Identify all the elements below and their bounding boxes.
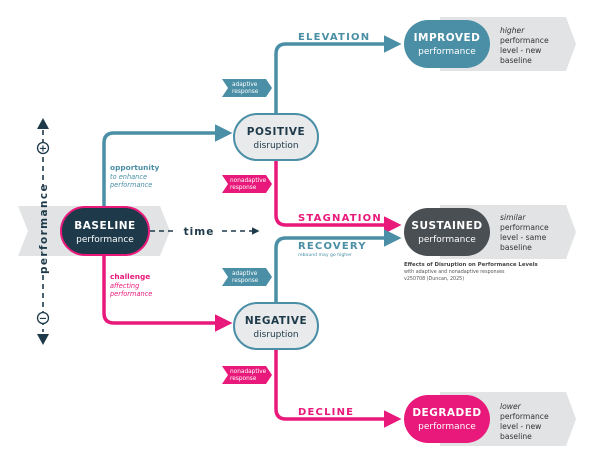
degraded-desc-4: baseline: [500, 432, 532, 441]
stagnation-label: STAGNATION: [298, 213, 382, 224]
recovery-note: rebound may go higher: [298, 252, 352, 258]
improved-desc-2: performance: [500, 36, 549, 45]
plus-icon: [36, 141, 50, 155]
sustained-subtitle: performance: [418, 235, 476, 245]
challenge-note: challenge affecting performance: [109, 272, 152, 298]
time-axis: time: [150, 226, 260, 238]
challenge-line-2: performance: [109, 290, 152, 298]
sustained-desc-3: level - same: [500, 233, 547, 242]
negative-disruption-node: NEGATIVE disruption: [233, 302, 319, 350]
sustained-title: SUSTAINED: [411, 220, 482, 232]
opportunity-path: [102, 124, 233, 210]
decline-label: DECLINE: [298, 407, 354, 418]
opportunity-line-1: to enhance: [110, 173, 147, 181]
improved-title: IMPROVED: [414, 32, 481, 44]
challenge-line-1: affecting: [110, 282, 139, 290]
minus-sign: −: [39, 314, 47, 325]
stagnation-path: [274, 160, 402, 234]
recovery-path: [274, 229, 402, 303]
caption-title: Effects of Disruption on Performance Lev…: [404, 262, 538, 268]
nonadaptive-tag-top: nonadaptive response: [222, 175, 272, 193]
plus-sign: +: [39, 144, 47, 155]
improved-desc-1: higher: [500, 26, 525, 35]
baseline-node: BASELINE performance: [60, 206, 150, 256]
degraded-subtitle: performance: [418, 422, 476, 432]
negative-subtitle: disruption: [253, 330, 298, 340]
nonadaptive-tag-bottom-line-1: nonadaptive: [230, 369, 267, 375]
negative-title: NEGATIVE: [245, 315, 307, 327]
nonadaptive-tag-bottom: nonadaptive response: [222, 366, 272, 384]
degraded-desc-3: level - new: [500, 422, 541, 431]
minus-icon: [36, 311, 50, 325]
sustained-desc-2: performance: [500, 223, 549, 232]
degraded-title: DEGRADED: [412, 407, 481, 419]
adaptive-tag-bottom-line-1: adaptive: [232, 271, 258, 277]
nonadaptive-tag-top-line-2: response: [230, 185, 257, 191]
performance-axis-label: performance: [38, 183, 50, 274]
sustained-desc-1: similar: [500, 213, 526, 222]
improved-subtitle: performance: [418, 47, 476, 57]
adaptive-tag-top: adaptive response: [222, 79, 272, 97]
positive-disruption-node: POSITIVE disruption: [233, 113, 319, 161]
adaptive-tag-bottom: adaptive response: [222, 268, 272, 286]
elevation-label: ELEVATION: [298, 32, 370, 43]
improved-outcome: IMPROVED performance higher performance …: [404, 17, 576, 71]
diagram-caption: Effects of Disruption on Performance Lev…: [404, 262, 538, 282]
baseline-subtitle: performance: [76, 235, 134, 245]
positive-subtitle: disruption: [253, 141, 298, 151]
challenge-title: challenge: [110, 272, 150, 281]
baseline-title: BASELINE: [74, 220, 135, 232]
elevation-path: [274, 35, 402, 114]
caption-line-3: v250708 (Duncan, 2025): [404, 276, 464, 282]
degraded-outcome: DEGRADED performance lower performance l…: [404, 392, 576, 446]
degraded-desc-1: lower: [500, 402, 522, 411]
down-arrow-icon: [37, 334, 49, 345]
up-arrow-icon: [37, 118, 49, 129]
opportunity-title: opportunity: [110, 163, 160, 172]
adaptive-tag-top-line-1: adaptive: [232, 82, 258, 88]
time-label: time: [184, 226, 215, 238]
improved-desc-3: level - new: [500, 46, 541, 55]
nonadaptive-tag-bottom-line-2: response: [230, 376, 257, 382]
sustained-desc-4: baseline: [500, 243, 532, 252]
nonadaptive-tag-top-line-1: nonadaptive: [230, 178, 267, 184]
adaptive-tag-bottom-line-2: response: [232, 278, 259, 284]
opportunity-line-2: performance: [109, 181, 152, 189]
recovery-label: RECOVERY: [298, 241, 367, 252]
improved-desc-4: baseline: [500, 56, 532, 65]
opportunity-note: opportunity to enhance performance: [109, 163, 160, 189]
sustained-outcome: SUSTAINED performance similar performanc…: [404, 205, 576, 259]
degraded-desc-2: performance: [500, 412, 549, 421]
challenge-path: [102, 253, 233, 332]
performance-axis: + − performance: [36, 118, 50, 345]
adaptive-tag-top-line-2: response: [232, 89, 259, 95]
caption-line-2: with adaptive and nonadaptive responses: [404, 269, 505, 275]
decline-path: [274, 349, 402, 428]
positive-title: POSITIVE: [247, 126, 305, 138]
